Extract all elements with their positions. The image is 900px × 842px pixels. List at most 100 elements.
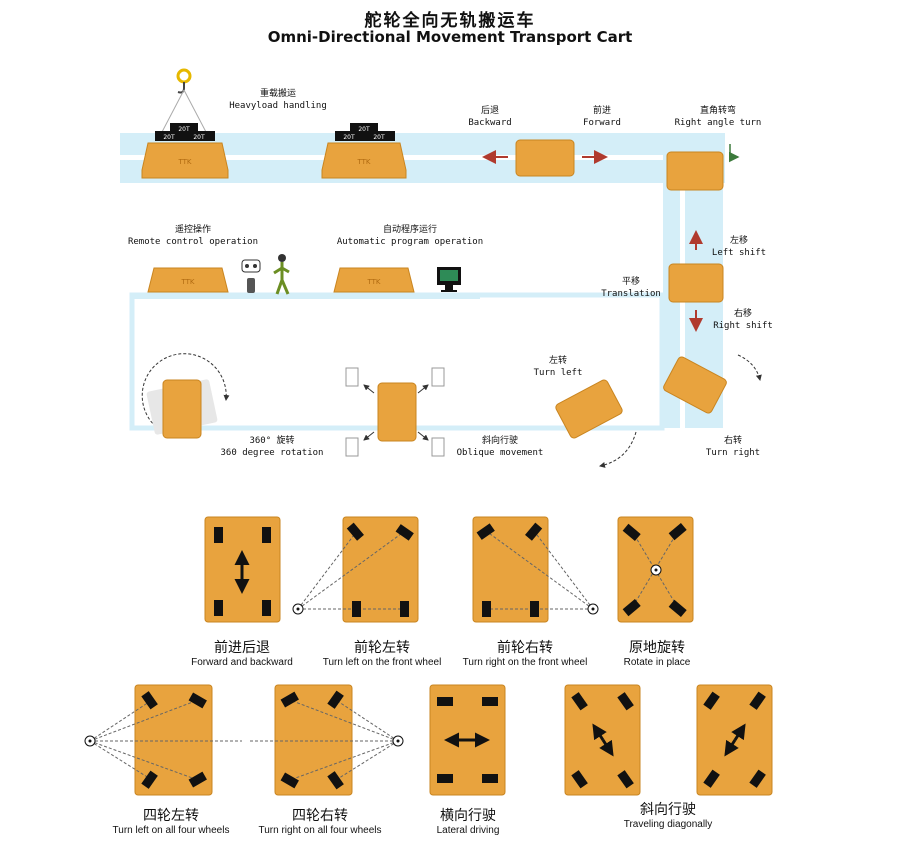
caption-four-left-cn: 四轮左转 (143, 808, 199, 824)
caption-four-left-en: Turn left on all four wheels (112, 825, 230, 836)
mode-forward-backward (204, 516, 281, 623)
label-oblique-cn: 斜向行驶 (481, 436, 518, 446)
heavyload-cart-1: 20T 20T 20T TTK (141, 123, 229, 179)
label-translation: 平移 Translation (596, 276, 666, 300)
cart-turn-right (663, 354, 762, 414)
cart-translation (668, 230, 724, 332)
caption-front-left: 前轮左转 Turn left on the front wheel (308, 640, 456, 669)
cart-360-rotation (141, 353, 230, 439)
label-heavyload: 重载搬运 Heavyload handling (218, 88, 338, 112)
label-turn-left-en: Turn left (533, 368, 583, 378)
mode-diagonal-a (564, 684, 641, 796)
caption-rotate-place-en: Rotate in place (623, 657, 691, 668)
label-rotation-cn: 360° 旋转 (249, 436, 295, 446)
caption-four-right-cn: 四轮右转 (292, 808, 348, 824)
caption-diagonal-cn: 斜向行驶 (640, 802, 696, 818)
label-oblique-en: Oblique movement (456, 448, 544, 458)
load-mark-right: 20T (373, 134, 385, 141)
label-rotation: 360° 旋转 360 degree rotation (212, 435, 332, 459)
label-right-shift-cn: 右移 (733, 309, 752, 319)
label-oblique: 斜向行驶 Oblique movement (448, 435, 552, 459)
label-heavyload-en: Heavyload handling (229, 101, 327, 111)
caption-diagonal: 斜向行驶 Traveling diagonally (598, 802, 738, 831)
cart-brand: TTK (366, 278, 380, 286)
label-heavyload-cn: 重载搬运 (259, 89, 296, 99)
caption-forward-backward-cn: 前进后退 (214, 640, 270, 656)
label-turn-right-en: Turn right (705, 448, 761, 458)
cart-automatic: TTK (333, 267, 415, 293)
cart-brand: TTK (177, 158, 191, 166)
crane-hook-icon (161, 68, 207, 133)
label-remote-cn: 遥控操作 (174, 225, 211, 235)
caption-front-left-en: Turn left on the front wheel (322, 657, 442, 668)
mode-front-right (472, 516, 599, 623)
label-right-shift-en: Right shift (713, 321, 773, 331)
label-remote: 遥控操作 Remote control operation (120, 224, 266, 248)
label-forward: 前进 Forward (572, 105, 632, 129)
mode-diagonal-b (696, 684, 773, 796)
cart-oblique (345, 367, 445, 457)
label-right-angle: 直角转弯 Right angle turn (663, 105, 773, 129)
operator-icon (273, 254, 290, 295)
label-backward: 后退 Backward (460, 105, 520, 129)
label-left-shift-en: Left shift (711, 248, 767, 258)
caption-four-left: 四轮左转 Turn left on all four wheels (96, 808, 246, 837)
label-right-angle-cn: 直角转弯 (699, 106, 736, 116)
caption-lateral-en: Lateral driving (436, 825, 500, 836)
cart-brand: TTK (356, 158, 370, 166)
label-left-shift-cn: 左移 (729, 236, 748, 246)
remote-controller-icon (241, 259, 261, 293)
cart-forward-backward (482, 139, 608, 177)
label-forward-en: Forward (583, 118, 621, 128)
caption-front-right-en: Turn right on the front wheel (462, 657, 588, 668)
mode-four-right (250, 684, 404, 796)
monitor-icon (437, 267, 461, 292)
caption-front-right: 前轮右转 Turn right on the front wheel (450, 640, 600, 669)
load-mark-left: 20T (343, 134, 355, 141)
label-auto: 自动程序运行 Automatic program operation (330, 224, 490, 248)
heavyload-cart-2: 20T 20T 20T TTK (321, 123, 407, 179)
caption-front-right-cn: 前轮右转 (497, 640, 553, 656)
mode-lateral (429, 684, 506, 796)
mode-rotate-place (617, 516, 694, 623)
load-mark-top: 20T (178, 126, 190, 133)
caption-forward-backward-en: Forward and backward (191, 657, 293, 668)
label-backward-en: Backward (468, 118, 512, 128)
cart-turn-left (555, 379, 637, 468)
label-left-shift: 左移 Left shift (706, 235, 772, 259)
caption-diagonal-en: Traveling diagonally (623, 819, 713, 830)
mode-four-left (84, 684, 242, 796)
title-cn: 舵轮全向无轨搬运车 (364, 11, 536, 31)
caption-rotate-place: 原地旋转 Rotate in place (602, 640, 712, 669)
label-turn-right: 右转 Turn right (700, 435, 766, 459)
label-forward-cn: 前进 (592, 106, 611, 116)
label-auto-cn: 自动程序运行 (382, 225, 437, 235)
label-turn-left-cn: 左转 (548, 356, 567, 366)
title-en: Omni-Directional Movement Transport Cart (267, 28, 633, 46)
load-mark-right: 20T (193, 134, 205, 141)
cart-remote: TTK (147, 267, 229, 293)
cart-brand: TTK (180, 278, 194, 286)
label-remote-en: Remote control operation (127, 237, 259, 247)
label-translation-cn: 平移 (621, 277, 640, 287)
label-backward-cn: 后退 (480, 106, 499, 116)
label-auto-en: Automatic program operation (336, 237, 484, 247)
mode-front-left (292, 516, 419, 623)
load-mark-left: 20T (163, 134, 175, 141)
caption-four-right: 四轮右转 Turn right on all four wheels (244, 808, 396, 837)
caption-lateral-cn: 横向行驶 (440, 808, 496, 824)
label-translation-en: Translation (601, 289, 661, 299)
caption-front-left-cn: 前轮左转 (354, 640, 410, 656)
cart-right-angle (666, 144, 740, 191)
caption-rotate-place-cn: 原地旋转 (629, 640, 685, 656)
caption-forward-backward: 前进后退 Forward and backward (172, 640, 312, 669)
caption-lateral: 横向行驶 Lateral driving (418, 808, 518, 837)
label-turn-left: 左转 Turn left (525, 355, 591, 379)
caption-four-right-en: Turn right on all four wheels (258, 825, 382, 836)
label-right-shift: 右移 Right shift (708, 308, 778, 332)
load-mark-top: 20T (358, 126, 370, 133)
label-turn-right-cn: 右转 (723, 436, 742, 446)
label-rotation-en: 360 degree rotation (220, 448, 324, 458)
label-right-angle-en: Right angle turn (674, 118, 762, 128)
